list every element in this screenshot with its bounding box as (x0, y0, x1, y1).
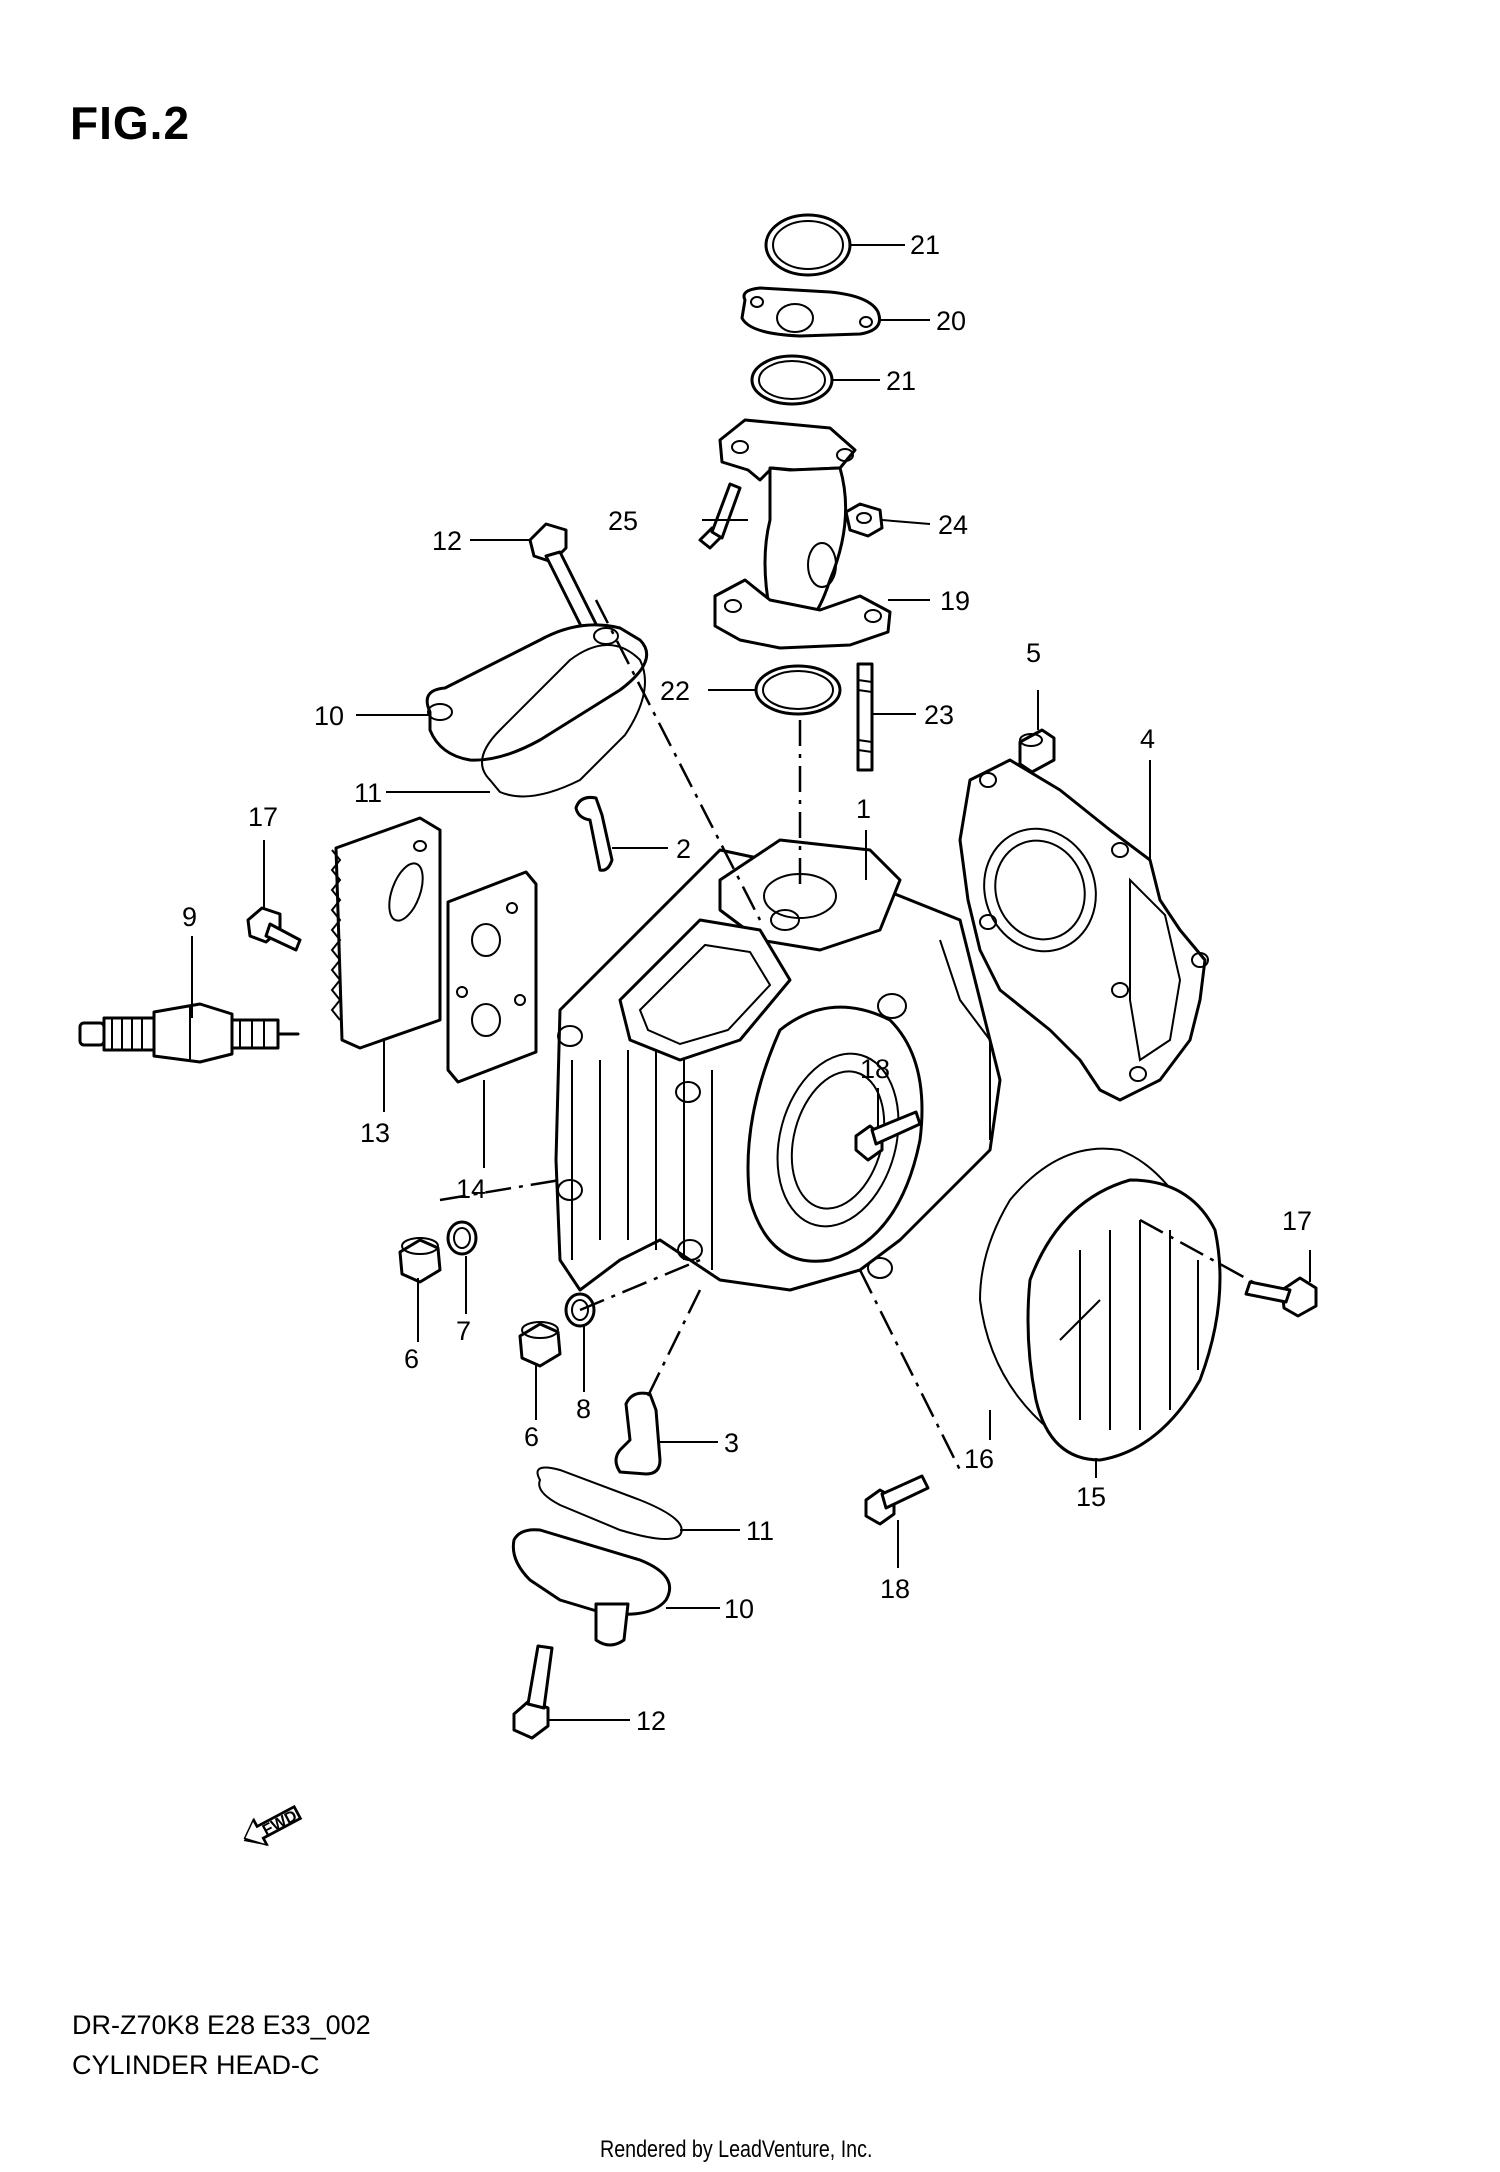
gasket-14 (446, 870, 538, 1084)
callout-21-top: 21 (910, 230, 940, 260)
callout-8: 8 (576, 1394, 591, 1424)
o-ring-11-bottom (536, 1466, 683, 1540)
callout-24: 24 (938, 510, 968, 540)
callout-5: 5 (1026, 638, 1041, 668)
stud-23 (856, 662, 874, 772)
callout-22: 22 (660, 676, 690, 706)
nut-24 (844, 502, 884, 538)
model-code: DR-Z70K8 E28 E33_002 (72, 2010, 371, 2040)
callout-12-top: 12 (432, 526, 462, 556)
valve-guide-2 (574, 796, 614, 872)
cylinder-head-1 (554, 838, 1002, 1292)
callout-16: 16 (964, 1444, 994, 1474)
cover-plate-13 (330, 816, 442, 1050)
head-gasket-4 (958, 758, 1209, 1102)
side-cover-15 (1026, 1178, 1222, 1462)
intake-pipe-19 (713, 418, 892, 650)
callout-17-left: 17 (248, 802, 278, 832)
callout-21-lower: 21 (886, 366, 916, 396)
washer-8 (564, 1292, 596, 1328)
callout-1: 1 (856, 794, 871, 824)
rendered-by-credit: Rendered by LeadVenture, Inc. (600, 2136, 873, 2163)
callout-20: 20 (936, 306, 966, 336)
bolt-17-right (1244, 1276, 1318, 1318)
o-ring-21-lower (750, 354, 834, 406)
callout-6-right: 6 (524, 1422, 539, 1452)
o-ring-21-top (764, 213, 852, 277)
callout-12-bottom: 12 (636, 1706, 666, 1736)
plug-6-left (398, 1237, 442, 1284)
fwd-label: FWD (260, 1807, 300, 1839)
callout-19: 19 (940, 586, 970, 616)
fwd-arrow-icon: FWD (243, 1804, 303, 1847)
callout-13: 13 (360, 1118, 390, 1148)
bolt-18-lower (864, 1474, 930, 1526)
callout-3: 3 (724, 1428, 739, 1458)
plug-6-right (518, 1321, 562, 1368)
dowel-pin-5 (1018, 728, 1056, 774)
bolt-25 (698, 482, 742, 550)
o-ring-11-top (481, 644, 646, 798)
callout-7: 7 (456, 1316, 471, 1346)
callout-15: 15 (1076, 1482, 1106, 1512)
bolt-18-upper (854, 1110, 922, 1162)
callout-2: 2 (676, 834, 691, 864)
bolt-17-left (246, 906, 302, 952)
tappet-cover-10-bottom (511, 1528, 672, 1647)
callout-11-top: 11 (354, 778, 382, 808)
callout-18-lower: 18 (880, 1574, 910, 1604)
washer-7 (446, 1220, 478, 1256)
callout-4: 4 (1140, 724, 1155, 754)
callout-11-bottom: 11 (746, 1516, 774, 1546)
callout-10-top: 10 (314, 701, 344, 731)
o-ring-22 (754, 664, 842, 716)
bolt-12-bottom (512, 1644, 554, 1740)
callout-23: 23 (924, 700, 954, 730)
part-name: CYLINDER HEAD-C (72, 2050, 320, 2080)
valve-guide-3 (614, 1391, 662, 1476)
spark-plug-9 (78, 1002, 300, 1064)
callout-6-left: 6 (404, 1344, 419, 1374)
figure-title: FIG.2 (70, 97, 191, 149)
callout-10-bottom: 10 (724, 1594, 754, 1624)
callout-18-upper: 18 (860, 1054, 890, 1084)
callout-14: 14 (456, 1174, 486, 1204)
callout-17-right: 17 (1282, 1206, 1312, 1236)
bolt-12-top (528, 522, 600, 638)
callout-25: 25 (608, 506, 638, 536)
callout-9: 9 (182, 902, 197, 932)
intake-gasket-20 (740, 286, 881, 338)
